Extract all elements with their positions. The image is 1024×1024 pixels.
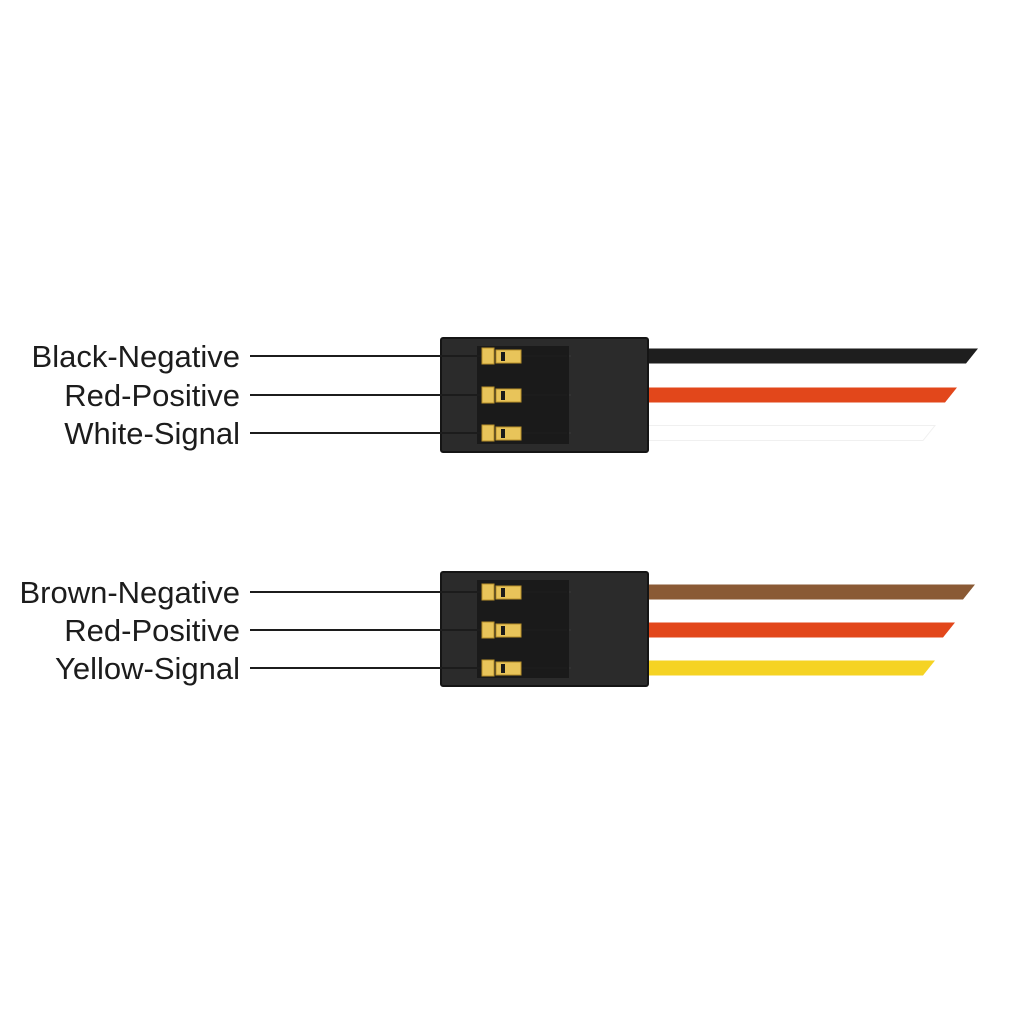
pin-contact (481, 424, 495, 442)
pin-contact-body (495, 426, 522, 441)
pin-contact-body (495, 349, 522, 364)
pin-contact-body (495, 661, 522, 676)
wire-1 (648, 348, 978, 364)
pin-label: Red-Positive (64, 613, 240, 648)
pin-contact-body (495, 585, 522, 600)
pin-label: Black-Negative (32, 339, 240, 374)
wire-3 (648, 660, 935, 676)
wire-3 (647, 425, 937, 441)
pin-contact-slot (501, 429, 505, 438)
pin-contact (481, 583, 495, 601)
pin-contact-slot (501, 664, 505, 673)
pin-label: Yellow-Signal (55, 651, 240, 686)
wire-2 (648, 622, 955, 638)
wire-2 (648, 387, 957, 403)
pin-label: Brown-Negative (19, 575, 240, 610)
pin-label: White-Signal (64, 416, 240, 451)
pin-contact-body (495, 388, 522, 403)
pin-contact-slot (501, 626, 505, 635)
pin-contact (481, 621, 495, 639)
pin-label: Red-Positive (64, 378, 240, 413)
wire-1 (648, 584, 975, 600)
pin-contact-slot (501, 391, 505, 400)
pin-contact (481, 347, 495, 365)
pin-contact (481, 386, 495, 404)
pin-contact-slot (501, 352, 505, 361)
connector-diagrams: Black-NegativeRed-PositiveWhite-SignalBr… (19, 337, 978, 687)
pin-contact-slot (501, 588, 505, 597)
pin-contact (481, 659, 495, 677)
pin-contact-body (495, 623, 522, 638)
